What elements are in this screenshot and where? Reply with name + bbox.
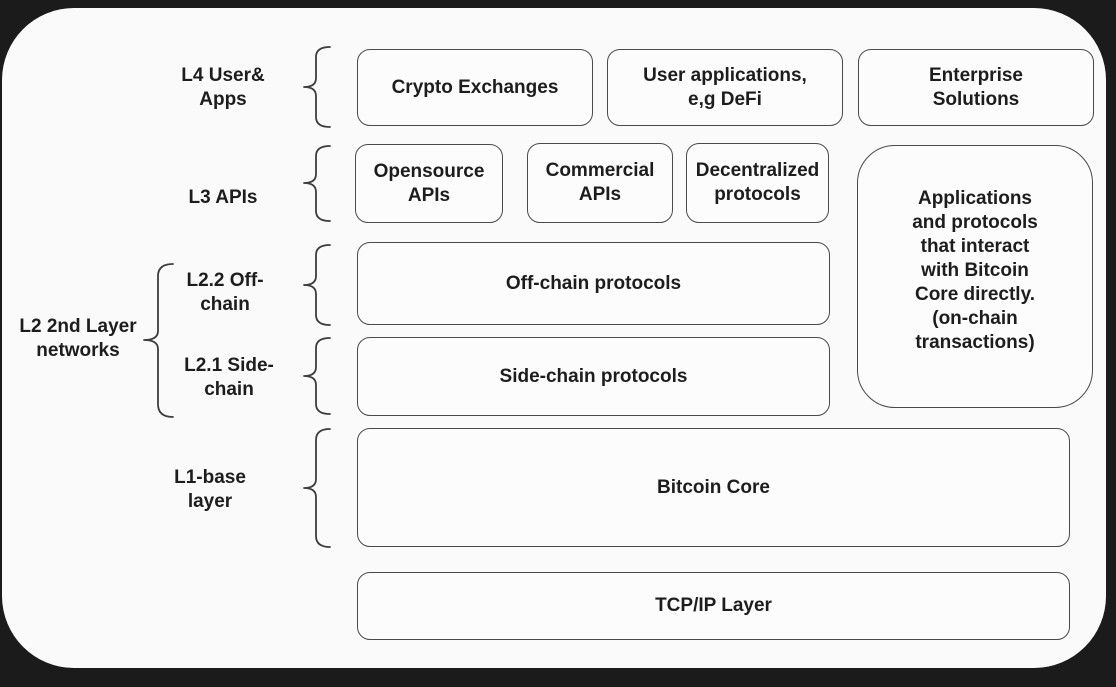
node-decentralized-protocols: Decentralized protocols: [686, 143, 829, 223]
node-opensource-apis: Opensource APIs: [355, 144, 503, 223]
node-label-line: APIs: [578, 184, 622, 205]
node-label-line: Side-chain protocols: [499, 365, 688, 387]
node-label-line: and protocols: [912, 211, 1038, 233]
node-label-line: protocols: [714, 184, 801, 205]
node-side-chain-protocols: Side-chain protocols: [357, 337, 830, 416]
node-tcpip-layer: TCP/IP Layer: [357, 572, 1070, 640]
node-label-line: Decentralized: [695, 160, 820, 181]
layer-label-l3-apis: L3 APIs: [189, 186, 258, 210]
node-label-line: User applications,: [643, 64, 807, 86]
node-enterprise-solutions: Enterprise Solutions: [858, 49, 1094, 126]
label-line: chain: [200, 294, 250, 315]
label-line: L2 2nd Layer: [19, 316, 137, 337]
node-label-line: Enterprise: [929, 64, 1023, 86]
layer-label-l1-base-layer: L1-base layer: [174, 466, 246, 514]
node-label-line: with Bitcoin: [921, 259, 1029, 281]
node-label-line: Solutions: [932, 88, 1020, 110]
node-label-line: e,g DeFi: [688, 88, 762, 110]
curly-brace-l2-2: [303, 244, 331, 326]
node-label-line: Bitcoin Core: [657, 476, 770, 498]
curly-brace-l1: [303, 428, 331, 548]
node-label-line: Applications: [917, 187, 1032, 209]
node-label-line: transactions): [915, 331, 1035, 353]
label-line: chain: [204, 379, 254, 400]
curly-brace-l4: [303, 46, 331, 128]
label-line: L1-base: [174, 467, 246, 488]
node-label-line: Opensource: [373, 160, 485, 182]
node-user-applications: User applications, e,g DeFi: [607, 49, 843, 126]
label-line: L2.2 Off-: [186, 270, 264, 291]
label-line: networks: [36, 340, 120, 361]
node-commercial-apis: Commercial APIs: [527, 143, 673, 223]
node-label-line: that interact: [920, 235, 1030, 257]
node-label-line: TCP/IP Layer: [655, 595, 772, 616]
node-label-line: (on-chain: [932, 307, 1018, 329]
label-line: layer: [187, 491, 233, 512]
layer-label-l2-2nd-layer-networks: L2 2nd Layer networks: [19, 315, 136, 363]
label-line: L3 APIs: [188, 187, 258, 208]
node-label-line: Off-chain protocols: [505, 272, 682, 294]
node-onchain-applications-note: Applications and protocols that interact…: [857, 145, 1093, 408]
node-label-line: Core directly.: [914, 283, 1036, 305]
label-line: L4 User&: [181, 65, 265, 86]
label-line: Apps: [199, 89, 247, 110]
curly-brace-l3: [303, 145, 331, 222]
layer-label-l2-1-side-chain: L2.1 Side- chain: [184, 354, 274, 402]
curly-brace-l2-group: [143, 263, 175, 418]
node-bitcoin-core: Bitcoin Core: [357, 428, 1070, 547]
curly-brace-l2-1: [303, 337, 331, 415]
layer-label-l2-2-off-chain: L2.2 Off- chain: [186, 269, 263, 317]
layer-label-l4-user-apps: L4 User& Apps: [181, 64, 264, 112]
node-label-line: Crypto Exchanges: [391, 76, 559, 98]
node-label-line: Commercial: [545, 160, 655, 181]
node-off-chain-protocols: Off-chain protocols: [357, 242, 830, 325]
label-line: L2.1 Side-: [184, 355, 274, 376]
node-crypto-exchanges: Crypto Exchanges: [357, 49, 593, 126]
node-label-line: APIs: [407, 184, 451, 206]
